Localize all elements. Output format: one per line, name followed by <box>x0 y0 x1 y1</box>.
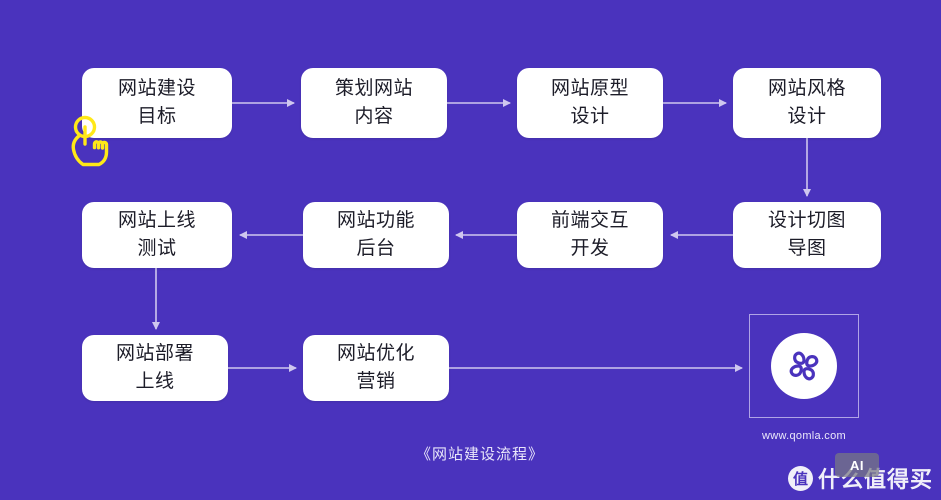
node-line-2: 上线 <box>135 371 175 392</box>
node-line-1: 网站建设 <box>117 78 196 100</box>
node-design-slicing[interactable]: 设计切图 导图 <box>733 202 881 268</box>
node-frontend-development[interactable]: 前端交互 开发 <box>517 202 663 268</box>
node-line-2: 后台 <box>356 238 396 259</box>
node-line-1: 网站功能 <box>336 210 415 232</box>
node-backend-functions[interactable]: 网站功能 后台 <box>303 202 449 268</box>
node-line-1: 网站风格 <box>767 78 846 100</box>
node-deployment[interactable]: 网站部署 上线 <box>82 335 228 401</box>
node-line-2: 导图 <box>787 238 827 259</box>
node-line-2: 内容 <box>354 106 394 127</box>
tap-hand-cursor <box>71 115 109 167</box>
brand-url: www.qomla.com <box>762 430 846 442</box>
node-line-2: 设计 <box>787 106 827 127</box>
node-line-1: 策划网站 <box>334 78 413 100</box>
node-line-2: 开发 <box>570 238 610 259</box>
node-website-goal[interactable]: 网站建设 目标 <box>82 68 232 138</box>
node-line-1: 设计切图 <box>767 210 846 232</box>
node-style-design[interactable]: 网站风格 设计 <box>733 68 881 138</box>
node-line-2: 测试 <box>137 238 177 259</box>
ai-chip-badge: AI <box>835 453 879 477</box>
brand-logo-frame[interactable] <box>749 314 859 418</box>
diagram-caption: 《网站建设流程》 <box>416 446 545 463</box>
node-prototype-design[interactable]: 网站原型 设计 <box>517 68 663 138</box>
node-line-1: 网站原型 <box>550 78 629 100</box>
node-optimization-marketing[interactable]: 网站优化 营销 <box>303 335 449 401</box>
node-line-1: 网站上线 <box>117 210 196 232</box>
node-line-1: 网站部署 <box>115 343 194 365</box>
qomla-clover-icon <box>789 351 819 381</box>
node-line-2: 营销 <box>356 371 396 392</box>
node-line-2: 设计 <box>570 106 610 127</box>
watermark-badge-icon: 值 <box>787 465 813 491</box>
node-line-2: 目标 <box>137 106 177 127</box>
brand-logo-circle <box>771 333 837 399</box>
node-line-1: 前端交互 <box>550 210 629 232</box>
node-plan-content[interactable]: 策划网站 内容 <box>301 68 447 138</box>
node-line-1: 网站优化 <box>336 343 415 365</box>
node-launch-testing[interactable]: 网站上线 测试 <box>82 202 232 268</box>
